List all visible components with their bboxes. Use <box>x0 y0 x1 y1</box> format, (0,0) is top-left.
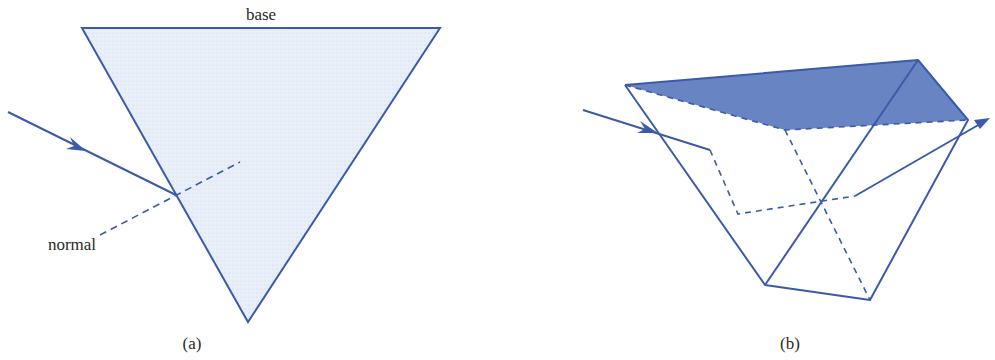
incident-ray <box>8 112 176 195</box>
normal-label: normal <box>48 236 96 253</box>
figure-label: (b) <box>780 335 800 352</box>
base-label: base <box>246 6 276 23</box>
figure-label: (a) <box>183 335 202 352</box>
ray-arrowhead <box>66 137 86 151</box>
emergent-ray <box>855 124 980 196</box>
ray-arrowhead <box>637 121 658 133</box>
normal-line <box>100 162 240 235</box>
hidden-edge <box>625 85 968 130</box>
refracted-ray <box>710 150 855 214</box>
prism-edges <box>625 60 968 300</box>
incident-ray <box>583 110 710 150</box>
ray-arrowhead <box>974 118 990 129</box>
hidden-edge <box>785 130 870 300</box>
